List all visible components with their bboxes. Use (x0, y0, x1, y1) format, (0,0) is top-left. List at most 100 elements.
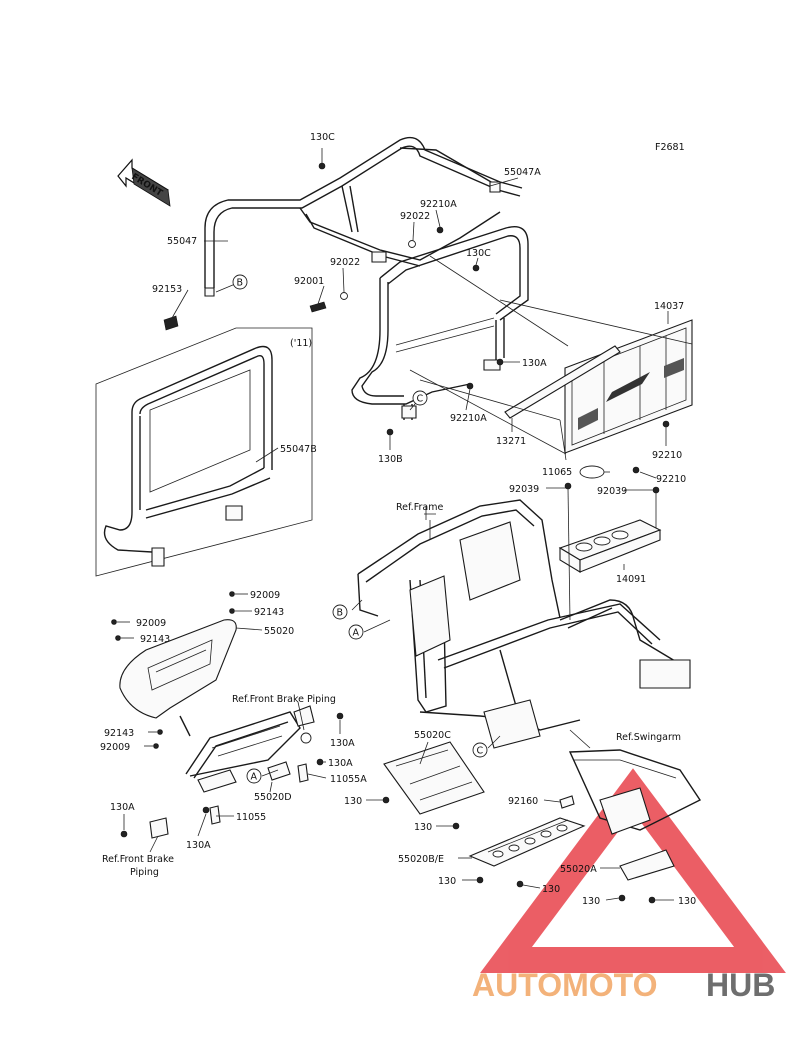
figure-code: F2681 (655, 142, 685, 153)
label-130A-grab: 130A (522, 358, 547, 369)
watermark-part2: HUB (706, 967, 775, 1003)
callout-b-top: B (237, 278, 244, 289)
screw-92009-a (229, 591, 235, 597)
bolt-130C-top (318, 162, 326, 170)
label-11055A: 11055A (330, 774, 367, 785)
bolt-92001 (309, 301, 327, 313)
bolt-130-b (452, 822, 460, 830)
bolt-130-a (382, 796, 390, 804)
mesh-panel-14037 (564, 319, 693, 454)
bolt-130A-a (336, 712, 344, 720)
label-130A-b: 130A (328, 758, 353, 769)
bolt-130-d (516, 880, 524, 888)
callout-c-top: C (417, 394, 424, 405)
watermark-triangle-logo (480, 768, 786, 973)
label-130C-mid: 130C (466, 248, 491, 259)
label-92009-a: 92009 (250, 590, 280, 601)
washer-92022-top (408, 240, 416, 248)
ref-frame-label: Ref.Frame (396, 502, 443, 513)
screw-92009-c (153, 743, 159, 749)
label-92143-b: 92143 (140, 634, 170, 645)
nut-92210A-top (436, 226, 444, 234)
label-92210A-top: 92210A (420, 199, 457, 210)
label-92009-b: 92009 (136, 618, 166, 629)
label-130-c: 130 (438, 876, 456, 887)
clamp-front-brake-piping (149, 817, 169, 839)
label-92039-a: 92039 (509, 484, 539, 495)
label-130-a: 130 (344, 796, 362, 807)
label-130C-top: 130C (310, 132, 335, 143)
label-130A-a: 130A (330, 738, 355, 749)
label-130-b: 130 (414, 822, 432, 833)
label-55020B-E: 55020B/E (398, 854, 444, 865)
clip-92160 (559, 795, 575, 809)
watermark-part1: AUTOMOTO (472, 967, 657, 1003)
tray-14091 (558, 465, 662, 573)
main-frame (357, 499, 691, 749)
bolt-130-f (648, 896, 656, 904)
clamp-11055A (297, 763, 309, 783)
bolt-92153 (163, 315, 179, 331)
nut-92143-b (115, 635, 121, 641)
variant-note: ('11) (290, 338, 312, 349)
nut-92210-b (632, 466, 640, 474)
label-92143-a: 92143 (254, 607, 284, 618)
label-92022-top: 92022 (400, 211, 430, 222)
variant-inset-box (95, 327, 313, 577)
bolt-130-e (618, 894, 626, 902)
strip-13271 (504, 345, 621, 419)
label-11065: 11065 (542, 467, 572, 478)
ref-front-brake-piping-bottom-2: Piping (130, 867, 159, 878)
nut-92143-c (157, 729, 163, 735)
watermark-logo: AUTOMOTO HUB (472, 967, 775, 1003)
fasteners (111, 162, 670, 904)
label-92039-b: 92039 (597, 486, 627, 497)
label-92001: 92001 (294, 276, 324, 287)
ref-front-brake-piping-bottom-1: Ref.Front Brake (102, 854, 174, 865)
cargo-guard-55047A (351, 226, 529, 420)
front-direction-arrow: FRONT (117, 158, 171, 207)
bolt-130-c (476, 876, 484, 884)
label-130-e: 130 (582, 896, 600, 907)
label-130A-c: 130A (110, 802, 135, 813)
clamp-11055 (209, 805, 221, 825)
bolt-130C-mid (472, 264, 480, 272)
label-11055: 11055 (236, 812, 266, 823)
skid-plate-55020A (619, 849, 675, 881)
label-130-f: 130 (678, 896, 696, 907)
label-55047: 55047 (167, 236, 197, 247)
washer-92022-mid (340, 292, 348, 300)
nut-92210A-bot (466, 382, 474, 390)
bracket-55020D (185, 705, 315, 793)
label-92009-c: 92009 (100, 742, 130, 753)
label-92160: 92160 (508, 796, 538, 807)
screw-92009-b (111, 619, 117, 625)
label-130-d: 130 (542, 884, 560, 895)
skid-plate-55020C (383, 741, 485, 815)
label-92153: 92153 (152, 284, 182, 295)
bolt-130A-c (120, 830, 128, 838)
callout-circles: B C B A C A (232, 274, 488, 784)
label-13271: 13271 (496, 436, 526, 447)
callout-b-frame: B (337, 608, 344, 619)
label-92022-mid: 92022 (330, 257, 360, 268)
label-55020C: 55020C (414, 730, 451, 741)
label-92143-c: 92143 (104, 728, 134, 739)
label-92210-a: 92210 (652, 450, 682, 461)
label-55020D: 55020D (254, 792, 292, 803)
callout-a-frame: A (353, 628, 360, 639)
ref-front-brake-piping-top: Ref.Front Brake Piping (232, 694, 336, 705)
nut-92143-a (229, 608, 235, 614)
label-130A-d: 130A (186, 840, 211, 851)
bolt-130A-d (202, 806, 210, 814)
leader-lines (117, 148, 693, 901)
label-14037: 14037 (654, 301, 684, 312)
label-55047B: 55047B (280, 444, 317, 455)
nut-92210-a (662, 420, 670, 428)
front-bumper-55020 (119, 619, 237, 737)
label-14091: 14091 (616, 574, 646, 585)
label-92210-b: 92210 (656, 474, 686, 485)
front-guard-55047 (204, 136, 523, 297)
